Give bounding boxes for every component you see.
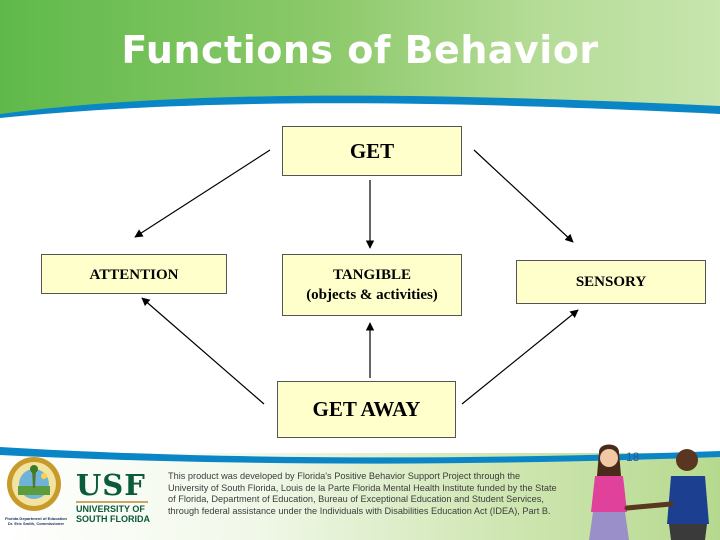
arrow-get-to-attention bbox=[134, 149, 271, 238]
usf-name-line1: UNIVERSITY OF bbox=[76, 504, 145, 514]
credit-line: This product was developed by Florida's … bbox=[168, 471, 521, 481]
node-tangible-label: TANGIBLE bbox=[332, 267, 412, 283]
page-number: 18 bbox=[626, 450, 640, 464]
credit-line: through federal assistance under the Ind… bbox=[168, 505, 551, 516]
node-attention-label: ATTENTION bbox=[89, 267, 179, 283]
node-tangible: TANGIBLE (objects & activities) bbox=[282, 254, 462, 316]
node-get-away-label: GET AWAY bbox=[312, 397, 421, 421]
node-attention: ATTENTION bbox=[41, 254, 227, 294]
usf-logo: USF UNIVERSITY OF SOUTH FLORIDA bbox=[76, 470, 152, 524]
usf-name-line2: SOUTH FLORIDA bbox=[76, 514, 150, 524]
slide-title: Functions of Behavior bbox=[121, 28, 599, 72]
arrow-getaway-to-attention bbox=[141, 297, 265, 405]
credit-line: University of South Florida, Louis de la… bbox=[168, 482, 557, 493]
credit-line: of Florida, Department of Education, Bur… bbox=[168, 494, 544, 505]
node-get: GET bbox=[282, 126, 462, 176]
header-banner: Functions of Behavior bbox=[0, 0, 720, 122]
children-photo bbox=[589, 444, 709, 540]
florida-seal-icon bbox=[7, 457, 61, 511]
usf-divider bbox=[76, 501, 148, 503]
seal-caption: Florida Department of Education Dr. Eric… bbox=[4, 516, 67, 526]
node-get-away: GET AWAY bbox=[277, 381, 456, 438]
node-tangible-sublabel: (objects & activities) bbox=[306, 287, 438, 303]
header-wave bbox=[0, 95, 720, 122]
arrow-getaway-to-sensory bbox=[461, 309, 579, 405]
credit-text: This product was developed by Florida's … bbox=[168, 471, 598, 517]
node-sensory: SENSORY bbox=[516, 260, 706, 304]
arrow-get-to-sensory bbox=[473, 149, 574, 243]
node-get-label: GET bbox=[349, 138, 395, 163]
usf-mark: USF bbox=[76, 468, 146, 502]
footer-wave bbox=[0, 447, 720, 464]
node-sensory-label: SENSORY bbox=[575, 273, 647, 290]
